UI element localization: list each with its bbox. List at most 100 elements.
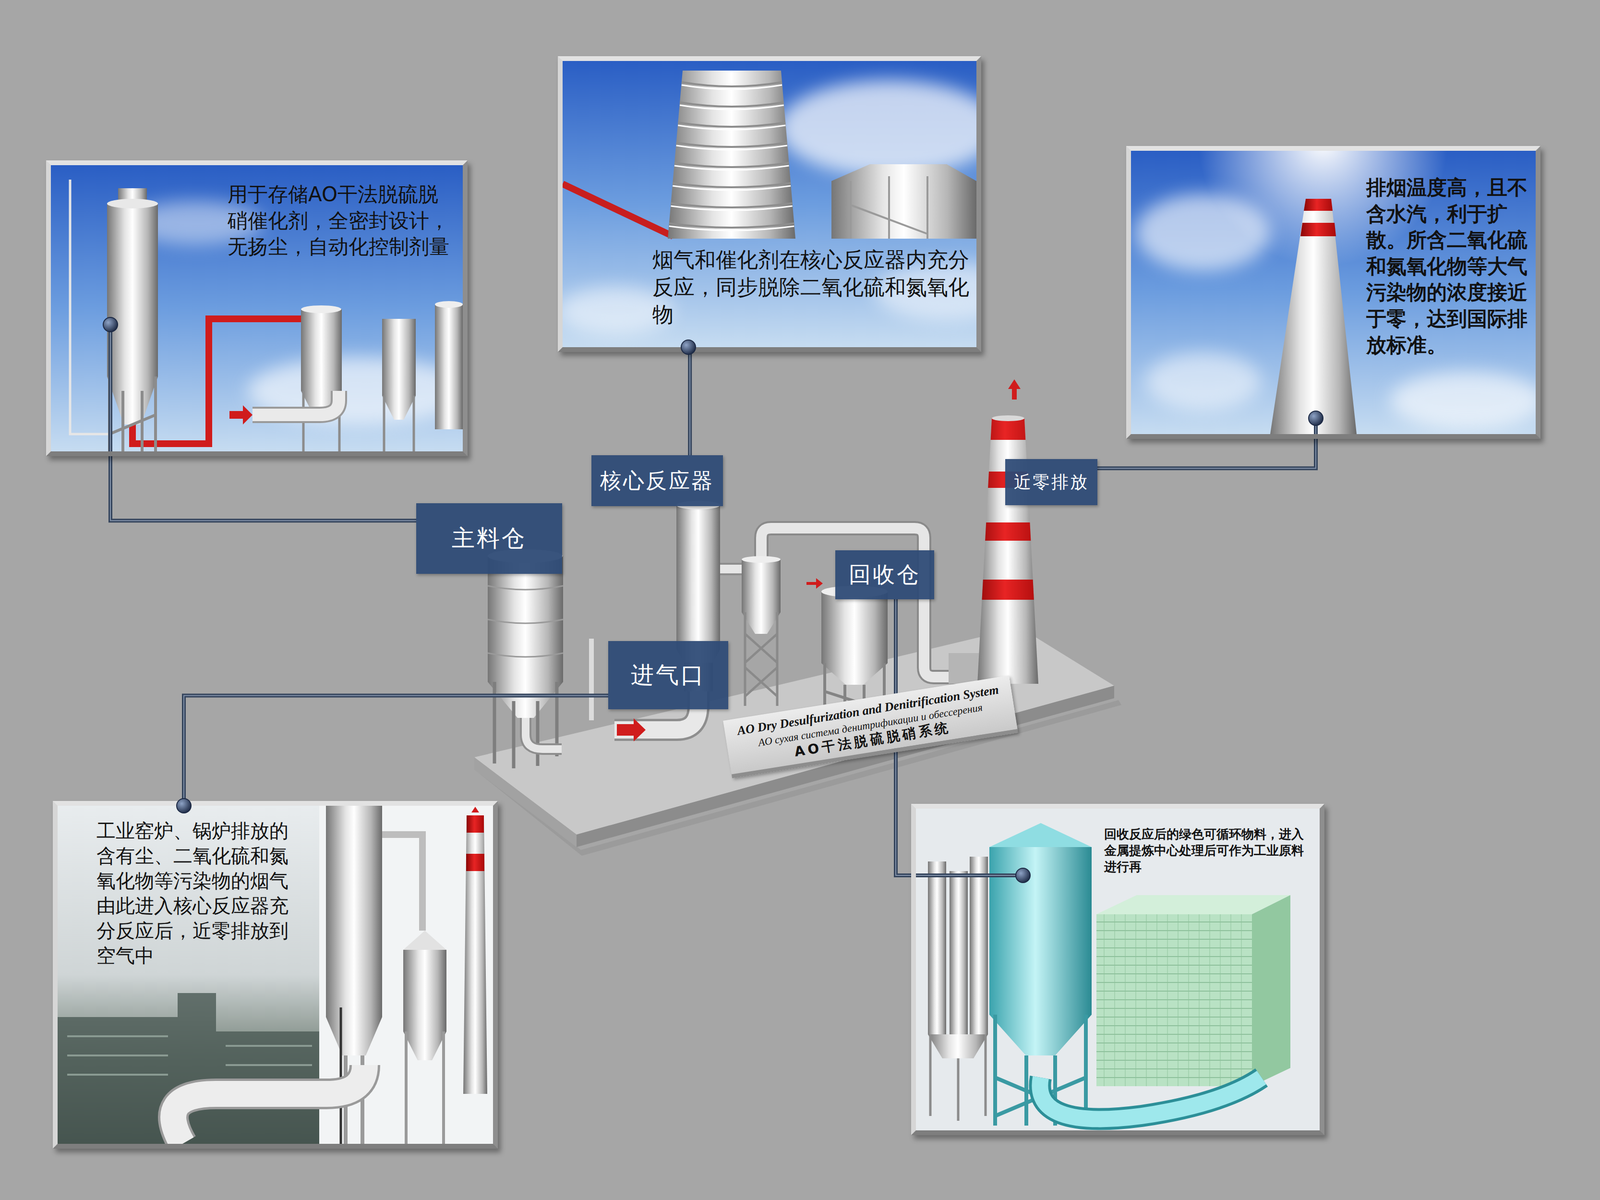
- leader-line: [108, 324, 113, 452]
- leader-line: [110, 456, 417, 521]
- part-label-text: 主料仓: [451, 524, 527, 553]
- chimney-part: [948, 652, 980, 684]
- callout-picture-part: [672, 185, 791, 191]
- callout-picture-part: [1178, 914, 1179, 1086]
- callout-picture-part: [434, 304, 463, 430]
- callout-panel: 工业窑炉、锅炉排放的含有尘、二氧化硫和氮氧化物等污染物的烟气由此进入核心反应器充…: [52, 800, 498, 1149]
- callout-picture-part: [1096, 914, 1252, 1086]
- callout-picture-part: [463, 815, 488, 1094]
- callout-picture-part: [403, 949, 447, 1032]
- callout-picture-part: [1209, 914, 1211, 1086]
- callout-picture-part: [384, 395, 414, 452]
- callout-picture-part: [672, 182, 791, 188]
- callout-picture-part: [229, 405, 253, 425]
- callout-picture-part: [1096, 990, 1252, 992]
- callout-picture-part: [676, 142, 788, 147]
- callout-picture-part: [1135, 193, 1271, 271]
- callout-picture-part: [1096, 921, 1252, 923]
- chimney-part: [974, 418, 1042, 600]
- part-label-text: 进气口: [630, 661, 706, 689]
- leader-line: [915, 873, 1023, 878]
- callout-picture-part: [989, 1014, 1092, 1056]
- leader-line: [687, 351, 692, 456]
- main-silo-part: [487, 681, 564, 718]
- chimney-part-part: [974, 418, 1042, 440]
- leader-dot: [176, 798, 192, 813]
- leader-line: [109, 324, 111, 452]
- callout-picture-part: [382, 834, 423, 931]
- leader-line: [183, 695, 609, 801]
- callout-picture: [50, 165, 463, 452]
- main-silo-part: [589, 638, 594, 721]
- callout-picture-part: [1039, 1077, 1262, 1119]
- callout-picture-part: [50, 165, 463, 452]
- callout-picture-part: [1096, 981, 1252, 983]
- callout-picture-part: [1199, 914, 1200, 1086]
- leader-dot: [1308, 410, 1324, 426]
- leader-dot: [103, 317, 118, 332]
- callout-picture-part: [471, 806, 480, 813]
- callout-picture-part: [674, 165, 789, 170]
- pipe-part: [761, 528, 980, 677]
- callout-picture-part: [1096, 955, 1252, 957]
- callout-picture-part: [671, 203, 793, 208]
- callout-text: 用于存储AO干法脱硫脱硝催化剂，全密封设计，无扬尘，自动化控制剂量: [227, 181, 458, 261]
- callout-picture-part: [681, 84, 782, 90]
- callout-picture-part: [667, 70, 796, 239]
- callout-picture-part: [434, 300, 463, 308]
- callout-picture-part: [1125, 914, 1126, 1086]
- callout-picture-part: [677, 125, 786, 130]
- leader-line: [1097, 438, 1317, 469]
- callout-panel: 用于存储AO干法脱硫脱硝催化剂，全密封设计，无扬尘，自动化控制剂量: [46, 160, 468, 457]
- callout-picture-part: [1300, 222, 1336, 237]
- callout-picture-part: [1096, 1050, 1252, 1052]
- callout-picture-part: [989, 822, 1092, 847]
- callout-picture-part: [325, 1016, 383, 1056]
- callout-picture-part: [831, 164, 977, 239]
- callout-picture-part: [1096, 929, 1252, 931]
- callout-picture-part: [1039, 1077, 1262, 1119]
- leader-line: [689, 351, 691, 456]
- callout-picture-part: [949, 870, 968, 1035]
- callout-picture-part: [466, 853, 485, 871]
- callout-picture-part: [1114, 914, 1116, 1086]
- chimney: [948, 379, 1042, 684]
- callout-picture-part: [173, 1064, 365, 1144]
- callout-picture-part: [677, 122, 786, 127]
- callout-picture: [57, 805, 494, 1144]
- leader-line: [915, 874, 1023, 876]
- callout-picture-part: [1270, 198, 1357, 434]
- callout-picture-part: [1390, 371, 1544, 430]
- callout-picture-part: [1145, 352, 1261, 410]
- part-label: 进气口: [608, 640, 729, 710]
- callout-picture-part: [109, 376, 156, 452]
- chimney-part-part: [974, 579, 1042, 600]
- callout-text: 排烟温度高，且不含水汽，利于扩散。所含二氧化硫和氮氧化物等大气污染物的浓度接近于…: [1366, 174, 1534, 359]
- part-label: 近零排放: [1005, 458, 1098, 506]
- callout-picture-part: [679, 102, 784, 107]
- leader-line: [689, 351, 691, 456]
- callout-picture: [50, 165, 469, 452]
- callout-picture-part: [1096, 1016, 1252, 1018]
- reactor-part: [676, 505, 721, 650]
- callout-text: 烟气和催化剂在核心反应器内充分反应，同步脱除二氧化硫和氮氧化物: [652, 245, 970, 329]
- leader-dot: [1015, 867, 1031, 883]
- callout-panel: 排烟温度高，且不含水汽，利于扩散。所含二氧化硫和氮氧化物等大气污染物的浓度接近于…: [1126, 145, 1541, 439]
- callout-picture: [1130, 16, 1544, 434]
- callout-picture-part: [1241, 914, 1242, 1086]
- callout-picture-part: [107, 203, 158, 377]
- main-silo: [487, 549, 592, 769]
- callout-picture-part: [1303, 198, 1333, 211]
- callout-picture-part: [1156, 914, 1158, 1086]
- callout-picture-part: [67, 1035, 313, 1075]
- callout-picture-part: [1096, 973, 1252, 975]
- main-silo-part: [487, 585, 564, 657]
- callout-picture-part: [679, 105, 784, 110]
- callout-picture-part: [70, 179, 109, 434]
- part-label: 主料仓: [416, 503, 563, 574]
- leader-line: [183, 695, 609, 801]
- chimney-part: [1008, 379, 1021, 400]
- callout-picture-part: [107, 198, 158, 209]
